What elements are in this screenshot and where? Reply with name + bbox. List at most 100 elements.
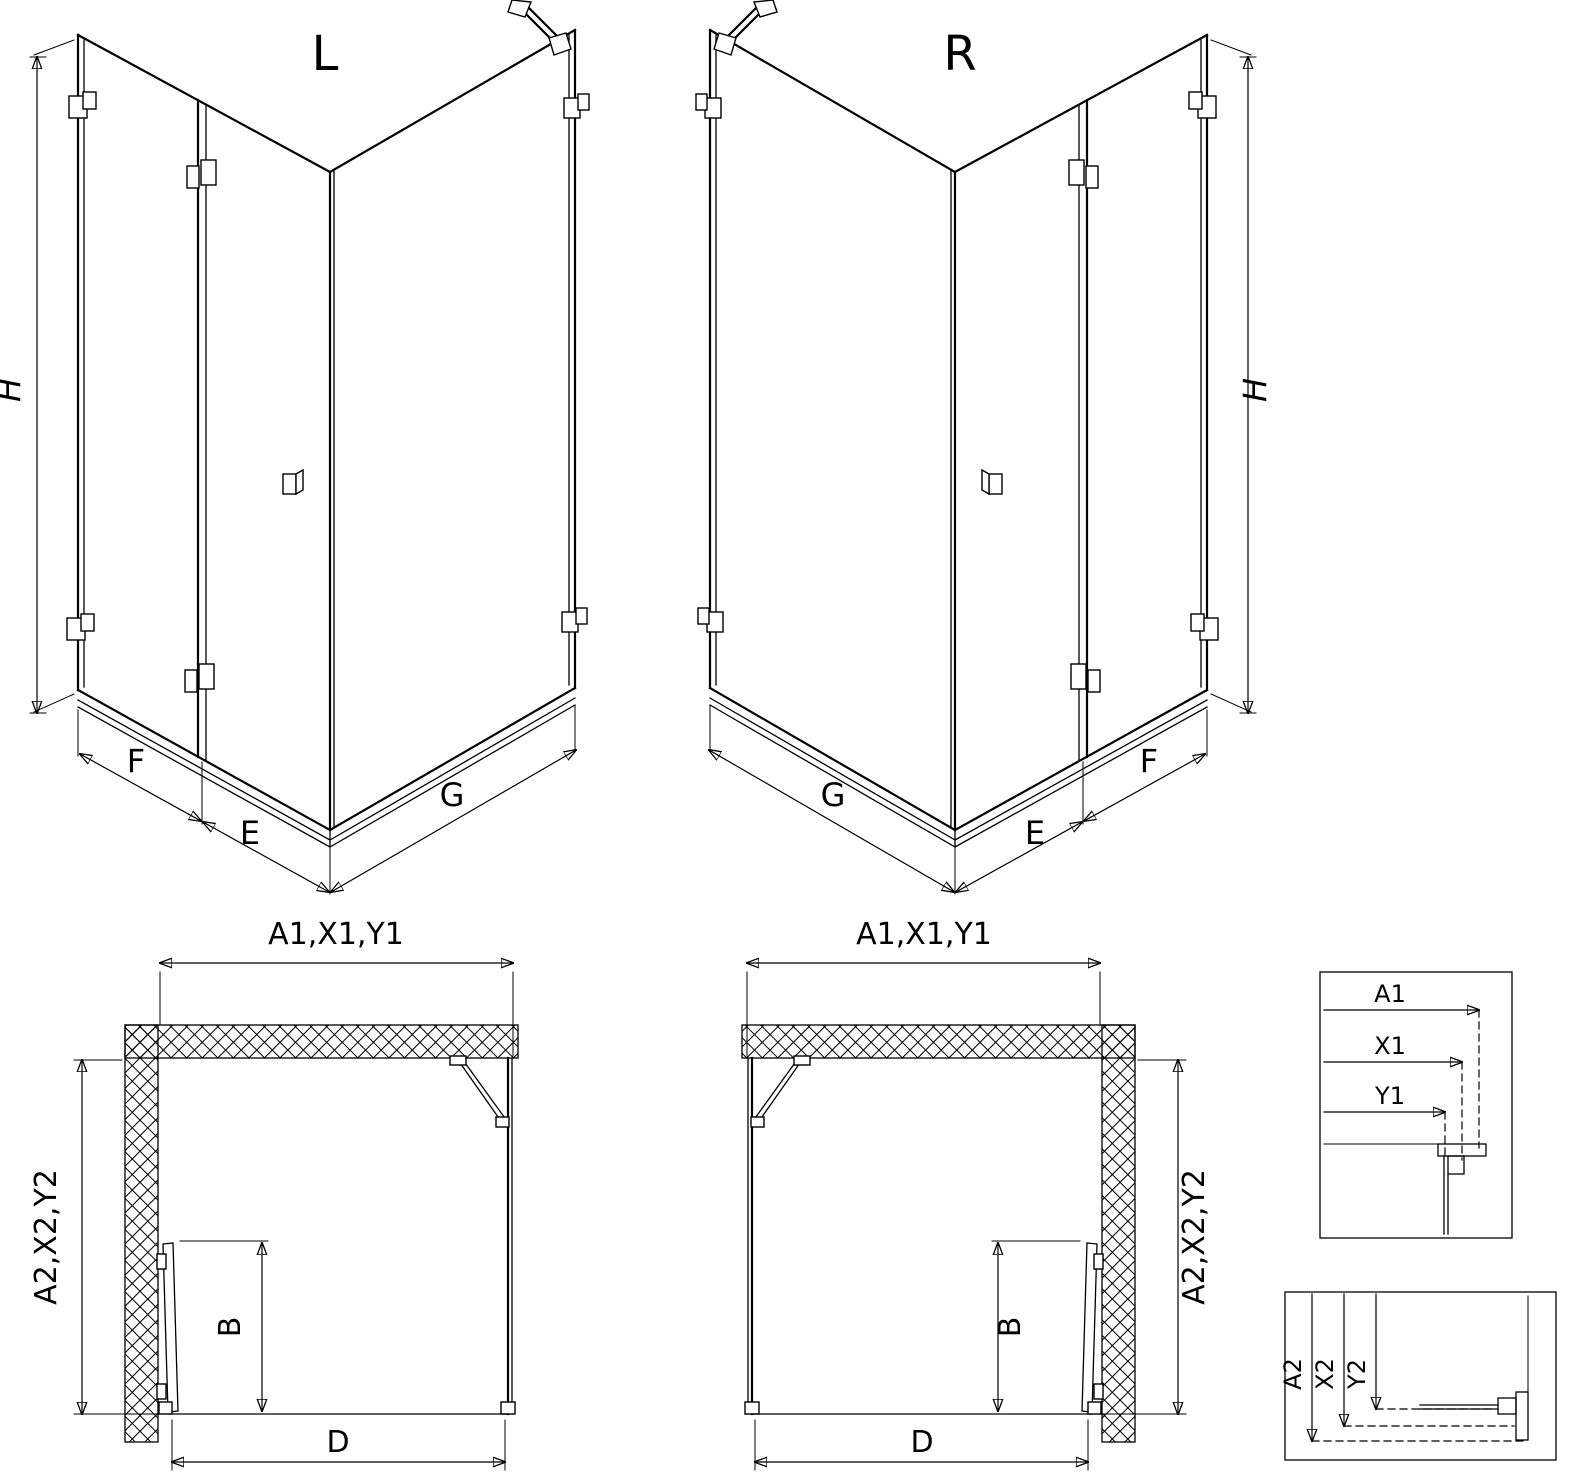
tray-rim — [709, 697, 1208, 848]
door-handle-icon — [282, 473, 297, 495]
l-dimensions: H F E G — [0, 39, 576, 895]
dim-label-b: B — [213, 1317, 248, 1338]
dim-label-b: B — [993, 1317, 1028, 1338]
support-bar-plan — [752, 1059, 803, 1125]
l-plan-view: A1,X1,Y1 A2,X2,Y2 B D — [29, 917, 519, 1471]
support-bar-mount — [449, 1055, 467, 1066]
glass-top-edge — [76, 33, 332, 174]
door-handle-icon — [988, 473, 1003, 495]
detail-label-x2: X2 — [1311, 1358, 1339, 1390]
l-plan-dimensions: A1,X1,Y1 A2,X2,Y2 B D — [29, 917, 514, 1471]
glass-clamp-icon — [695, 93, 708, 111]
dim-label-h: H — [1236, 378, 1274, 402]
hinge-icon — [1093, 1253, 1104, 1270]
hinge-icon — [186, 165, 200, 189]
dim-label-a1: A1,X1,Y1 — [268, 917, 404, 952]
extension-lines — [77, 705, 576, 895]
dim-label-e: E — [240, 814, 260, 852]
tray-rim — [77, 697, 576, 848]
extension-lines — [746, 971, 1101, 1057]
extension-lines — [709, 705, 1208, 895]
support-bar-mount — [793, 1055, 811, 1066]
door-handle-icon — [981, 468, 990, 496]
detail-depth-references: A2 X2 Y2 — [1279, 1291, 1557, 1461]
profile-body — [1447, 1155, 1465, 1175]
wall-hatch-right — [1101, 1024, 1136, 1443]
support-bar-mount — [507, 0, 532, 18]
dim-label-a2: A2,X2,Y2 — [1177, 1169, 1212, 1305]
detail-width-references: A1 X1 Y1 — [1319, 971, 1513, 1239]
glass-clamp-icon — [697, 607, 710, 625]
pivot-bracket — [1087, 1401, 1102, 1415]
glass-top-edge — [708, 28, 957, 174]
l-glass-walls — [76, 28, 577, 832]
panel-foot-bracket — [744, 1401, 760, 1415]
view-title-r: R — [943, 26, 976, 82]
glass-clamp-icon — [577, 93, 590, 111]
dim-label-d: D — [910, 1425, 933, 1460]
dim-label-a2: A2,X2,Y2 — [29, 1169, 64, 1305]
door-open-plan — [162, 1242, 179, 1413]
wall-clamp-icon — [1190, 613, 1205, 632]
door-open-plan — [1081, 1242, 1098, 1413]
hinge-icon — [198, 663, 215, 690]
detail-label-a2: A2 — [1279, 1358, 1307, 1390]
l-hardware — [66, 0, 590, 693]
profile-body — [1497, 1397, 1517, 1415]
dim-label-g: G — [821, 776, 846, 814]
detail-label-y1: Y1 — [1374, 1082, 1405, 1110]
glass-section-line — [1443, 1155, 1449, 1235]
detail-box — [1284, 1291, 1557, 1461]
dim-label-d: D — [326, 1425, 349, 1460]
door-handle-icon — [295, 468, 304, 496]
detail-label-a1: A1 — [1374, 980, 1406, 1008]
hinge-icon — [1085, 165, 1099, 189]
wall-profile-section — [1323, 1143, 1487, 1235]
wall-profile-section — [1419, 1295, 1529, 1441]
r-dimensions: H F E G — [709, 39, 1274, 895]
hinge-icon — [156, 1253, 167, 1270]
r-glass-walls — [708, 28, 1209, 832]
view-title-l: L — [312, 26, 339, 82]
detail-box — [1319, 971, 1513, 1239]
wall-hatch-top — [124, 1024, 519, 1059]
dim-label-e: E — [1025, 814, 1045, 852]
r-plan-view: A1,X1,Y1 A2,X2,Y2 B D — [741, 917, 1212, 1471]
l-shower-tray — [77, 697, 576, 848]
r-plan-dimensions: A1,X1,Y1 A2,X2,Y2 B D — [746, 917, 1212, 1471]
hinge-icon — [1093, 1383, 1104, 1400]
dim-label-h: H — [0, 378, 28, 402]
glass-top-edge — [328, 28, 577, 174]
glass-clamp-icon — [575, 607, 588, 625]
hinge-icon — [156, 1383, 167, 1400]
support-bar-plan — [457, 1059, 508, 1125]
wall-hatch-top — [741, 1024, 1136, 1059]
detail-label-y2: Y2 — [1343, 1359, 1371, 1390]
r-3d-view: R — [695, 0, 1274, 895]
hinge-icon — [1070, 663, 1087, 690]
r-plan-glass — [744, 1055, 1104, 1416]
r-shower-tray — [709, 697, 1208, 848]
support-bar-clamp — [548, 32, 572, 56]
wall-clamp-icon — [1188, 91, 1203, 110]
pivot-bracket — [158, 1401, 173, 1415]
dim-line-e — [956, 822, 1082, 892]
dim-label-g: G — [440, 776, 465, 814]
glass-top-edge — [953, 33, 1209, 174]
glass-section-line — [1419, 1404, 1499, 1410]
dim-label-a1: A1,X1,Y1 — [856, 917, 992, 952]
wall-clamp-icon — [82, 91, 97, 110]
hinge-icon — [200, 159, 217, 186]
r-hardware — [695, 0, 1219, 693]
hinge-icon — [1068, 159, 1085, 186]
l-plan-glass — [156, 1055, 516, 1416]
extension-lines — [1210, 39, 1257, 714]
extension-lines — [159, 971, 514, 1057]
l-3d-view: L — [0, 0, 590, 895]
dim-line-f — [80, 754, 201, 821]
support-bar-clamp — [713, 32, 737, 56]
hinge-icon — [1087, 669, 1101, 693]
glass-bottom-edge — [76, 688, 332, 832]
